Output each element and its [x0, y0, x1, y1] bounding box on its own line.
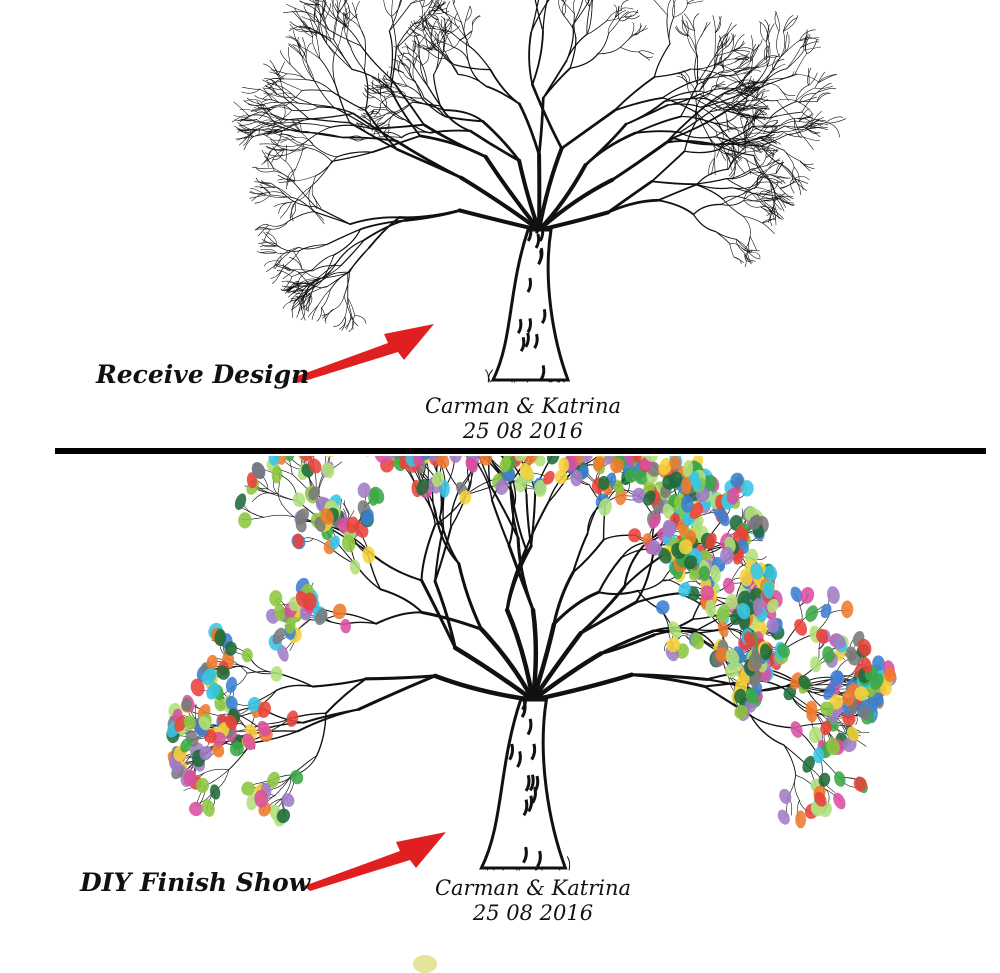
tree-trunk: [493, 230, 568, 380]
arrow-icon: [288, 318, 438, 383]
fingerprint-mark: [413, 955, 437, 973]
divider-line: [55, 448, 986, 454]
wedding-date: 25 08 2016: [398, 419, 648, 443]
tree-trunk: [481, 700, 565, 868]
receive-design-label: Receive Design: [96, 360, 309, 389]
couple-names: Carman & Katrina: [408, 876, 658, 900]
wedding-date: 25 08 2016: [408, 901, 658, 925]
couple-names: Carman & Katrina: [398, 394, 648, 418]
design-panel: Receive Design Carman & Katrina 25 08 20…: [0, 0, 1000, 448]
diy-finish-show-label: DIY Finish Show: [80, 868, 310, 897]
finished-panel: DIY Finish Show Carman & Katrina 25 08 2…: [0, 456, 1000, 965]
